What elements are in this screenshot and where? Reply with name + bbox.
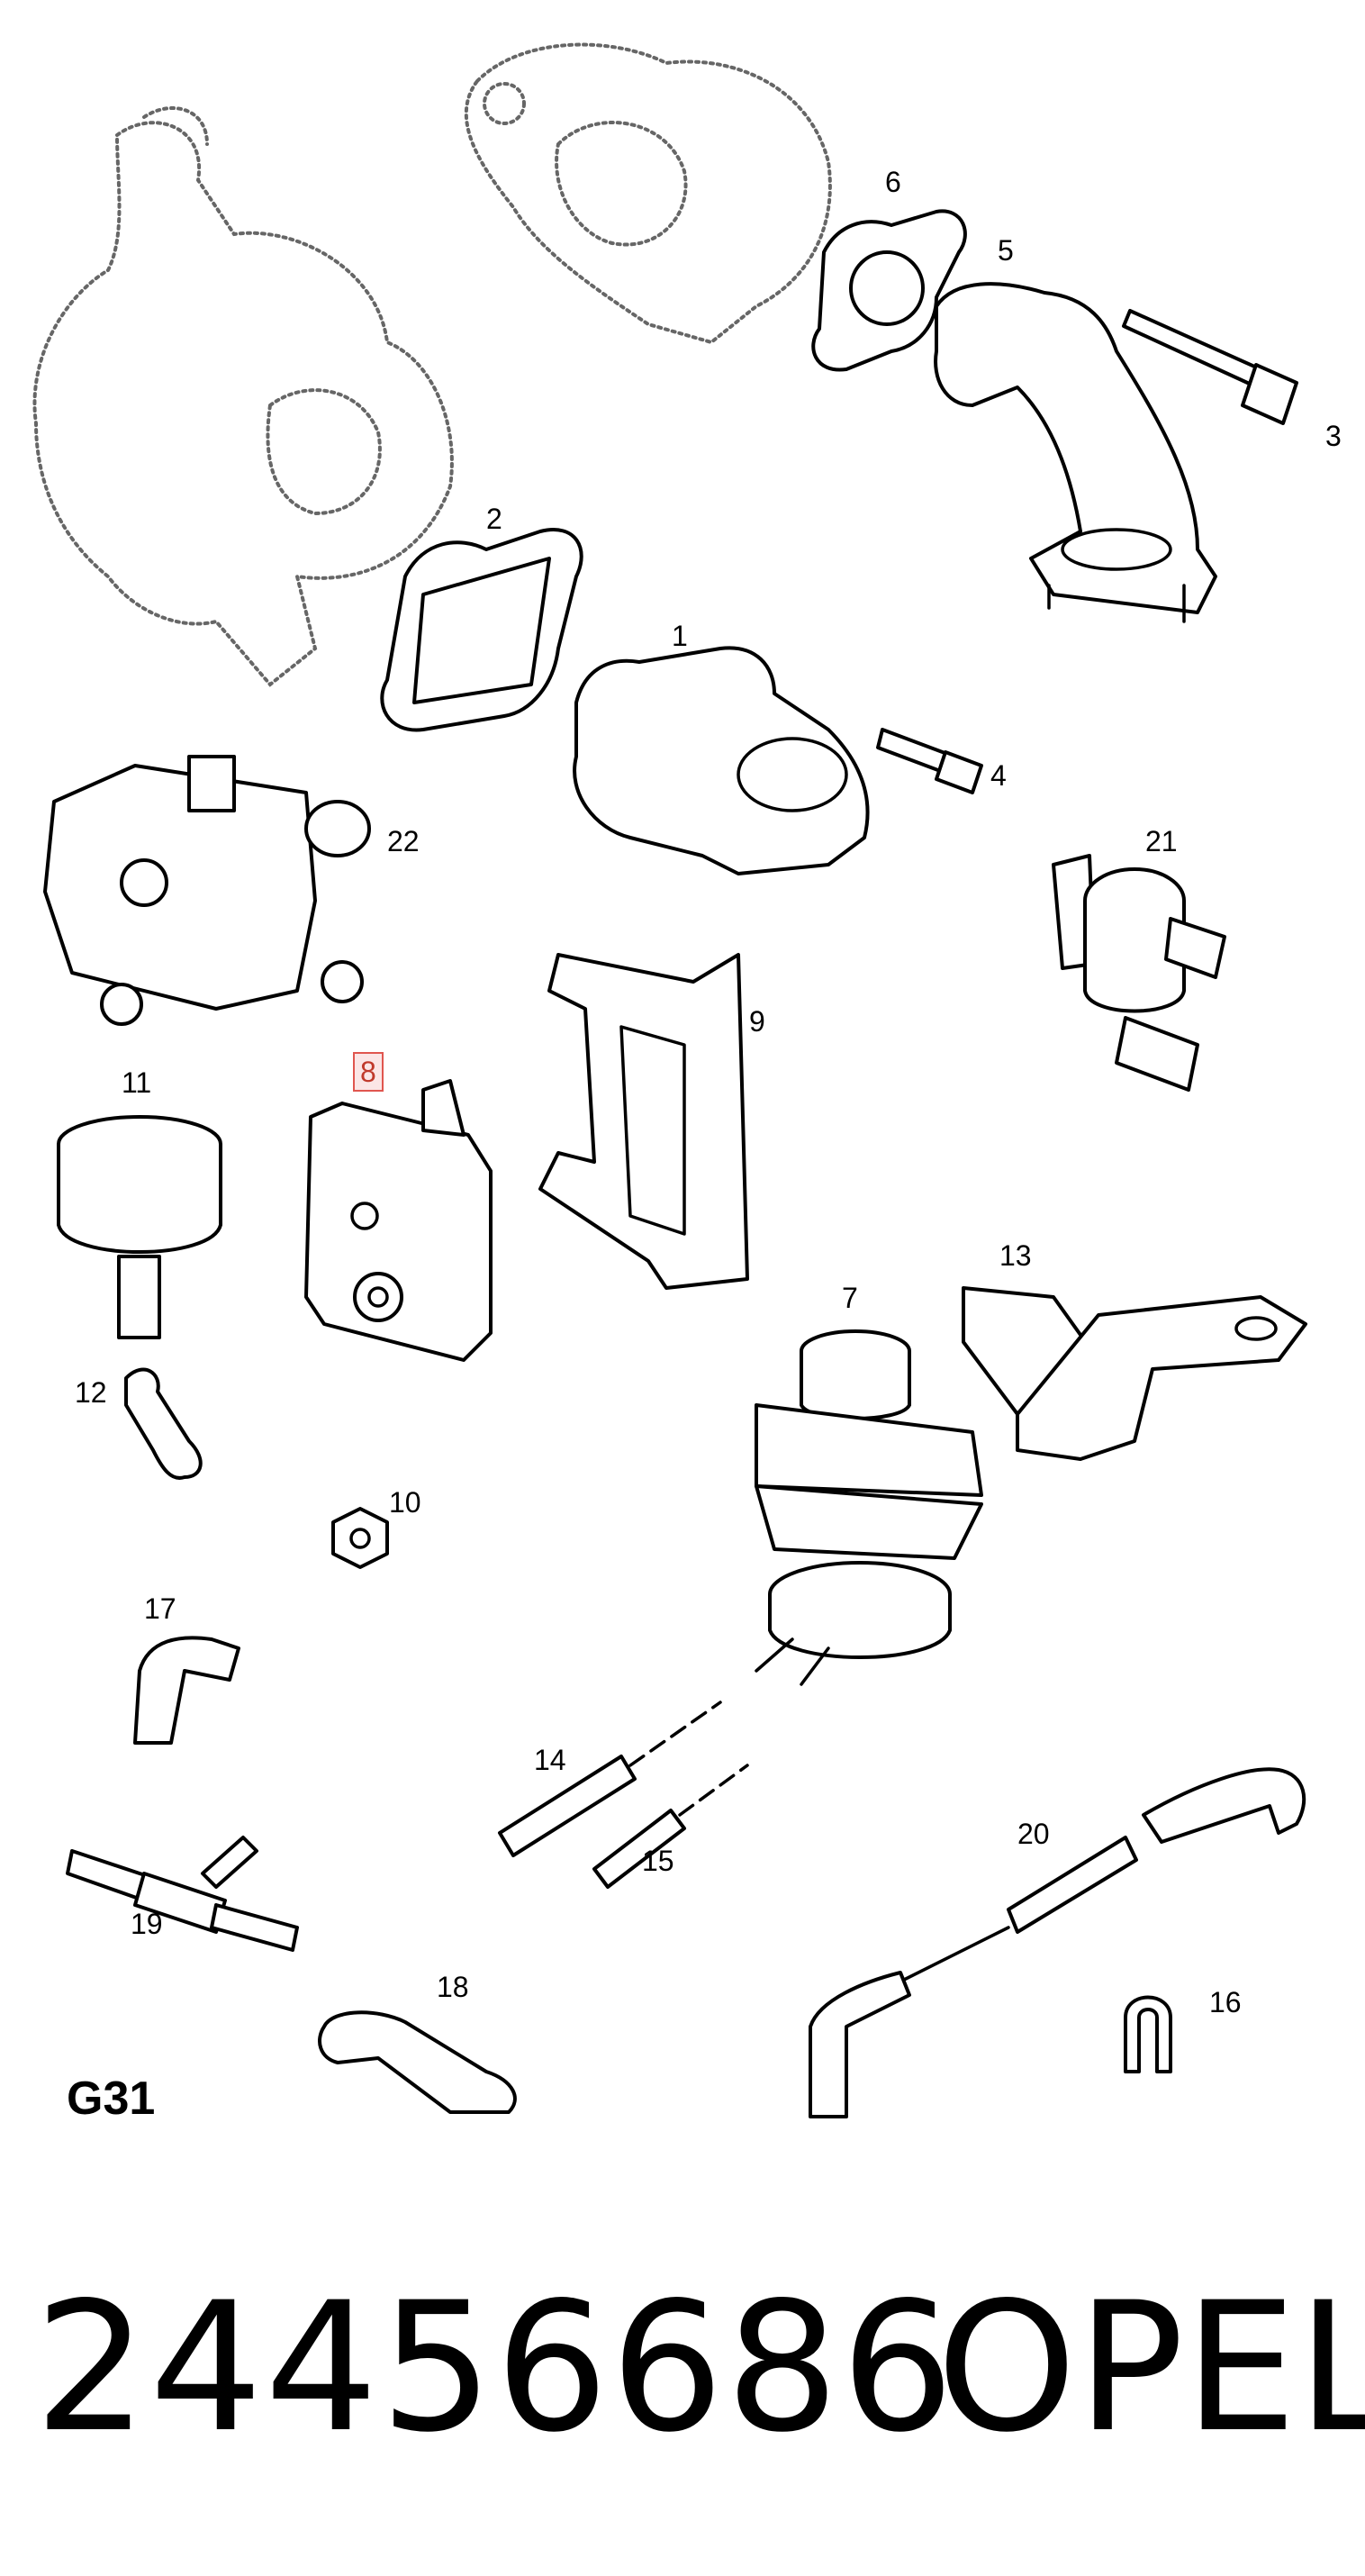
pipe-part-14 (498, 1701, 722, 1857)
callout-part-10[interactable]: 10 (389, 1486, 421, 1519)
callout-part-5[interactable]: 5 (998, 234, 1014, 267)
callout-part-6[interactable]: 6 (885, 166, 901, 198)
callout-part-21[interactable]: 21 (1145, 825, 1178, 857)
valve-block-part-22 (43, 755, 371, 1026)
diagram-group-code: G31 (67, 2073, 156, 2125)
elbow-pipe-part-5 (934, 282, 1217, 623)
callout-part-7[interactable]: 7 (842, 1282, 858, 1314)
callout-part-1[interactable]: 1 (672, 620, 688, 652)
callout-part-11[interactable]: 11 (122, 1066, 152, 1099)
callout-part-18[interactable]: 18 (437, 1971, 469, 2003)
gasket-part-2 (380, 528, 583, 732)
filter-cap-part-11 (57, 1115, 222, 1339)
bracket-part-13 (962, 1286, 1307, 1461)
callout-part-4[interactable]: 4 (990, 759, 1007, 792)
turbocharger-ghost-right (464, 42, 832, 345)
solenoid-part-21 (1052, 854, 1226, 1092)
turbocharger-ghost-left (32, 106, 454, 687)
callout-part-17[interactable]: 17 (144, 1592, 176, 1625)
callout-part-8-highlighted[interactable]: 8 (353, 1052, 384, 1092)
callout-part-12[interactable]: 12 (75, 1376, 107, 1409)
tee-connector-part-19 (66, 1836, 299, 1952)
callout-part-20[interactable]: 20 (1017, 1818, 1050, 1850)
bolt-part-4 (876, 728, 983, 794)
exploded-parts-diagram: 1 2 3 4 5 6 7 8 9 10 11 12 13 14 15 16 1… (32, 42, 1342, 2125)
u-hose-part-16 (1124, 1995, 1172, 2073)
gasket-part-6 (811, 209, 967, 372)
callout-part-16[interactable]: 16 (1209, 1986, 1242, 2018)
callout-part-15[interactable]: 15 (642, 1845, 674, 1877)
callout-part-14[interactable]: 14 (534, 1744, 566, 1776)
bolt-part-3 (1122, 309, 1298, 425)
callout-part-3[interactable]: 3 (1325, 420, 1342, 452)
part-number: 24456686 (34, 2263, 956, 2472)
elbow-hose-part-17 (133, 1636, 240, 1745)
housing-part-1 (573, 646, 870, 875)
hose-part-18 (318, 2010, 517, 2114)
callout-part-2[interactable]: 2 (486, 503, 502, 535)
bracket-part-9 (538, 953, 749, 1290)
brand-name: OPEL (936, 2263, 1365, 2472)
hose-assembly-part-20 (809, 1767, 1306, 2118)
callout-part-19[interactable]: 19 (131, 1908, 163, 1940)
nut-part-10 (331, 1507, 389, 1569)
vacuum-modulator-part-7 (755, 1329, 983, 1686)
cover-part-8 (304, 1079, 493, 1362)
callout-part-9[interactable]: 9 (749, 1005, 765, 1038)
callout-part-22[interactable]: 22 (387, 825, 420, 857)
callout-part-13[interactable]: 13 (999, 1239, 1032, 1272)
pipe-part-15 (592, 1764, 749, 1889)
hose-part-12 (124, 1367, 203, 1480)
